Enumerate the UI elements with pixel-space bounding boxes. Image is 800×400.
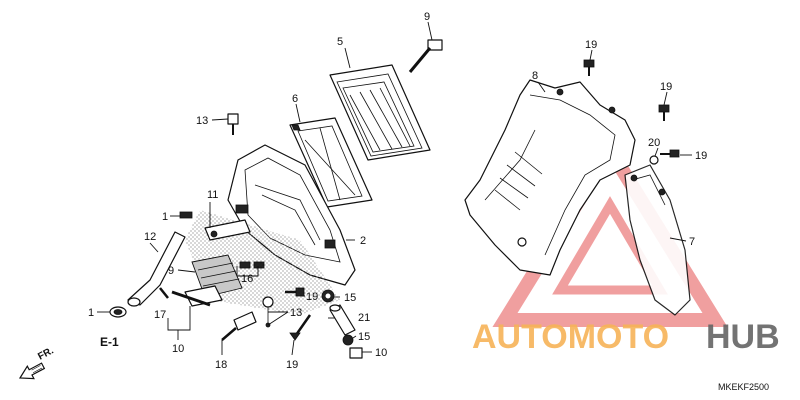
part-nut-15b (342, 334, 354, 346)
part-clip-1a (179, 211, 193, 219)
part-screw-19c (660, 149, 680, 158)
part-screw-18 (221, 311, 257, 341)
callout-19-low: 19 (286, 359, 298, 371)
part-nut-11 (349, 347, 363, 359)
part-drain-tube (127, 231, 186, 307)
callout-4: 6 (292, 93, 298, 105)
callout-15a: 15 (344, 292, 356, 304)
part-air-filter-element (329, 64, 431, 161)
callout-17: 17 (154, 309, 166, 321)
watermark-text-automoto: AUTOMOTO (472, 318, 669, 356)
part-screw-13 (262, 296, 274, 328)
part-clip-1b (109, 306, 127, 318)
leader-lines (97, 21, 692, 356)
part-grommet-20 (649, 155, 659, 165)
callout-14: 13 (196, 115, 208, 127)
part-side-panel-5 (624, 164, 691, 316)
callout-3: 5 (337, 36, 343, 48)
callout-16: 16 (241, 273, 253, 285)
callout-labels: 9 5 6 13 1 11 12 9 2 16 1 17 10 13 19 15… (88, 11, 707, 371)
part-side-cover-6 (464, 79, 636, 276)
callout-18: 18 (215, 359, 227, 371)
callout-13: 13 (290, 307, 302, 319)
part-screw-19a (583, 59, 595, 76)
callout-8: 11 (207, 189, 218, 201)
front-direction-indicator: FR. (18, 345, 56, 380)
callout-10: 9 (424, 11, 430, 23)
front-arrow-icon (18, 362, 46, 380)
callout-15b: 15 (358, 331, 370, 343)
callout-5: 7 (689, 236, 695, 248)
callout-19-mid: 19 (306, 291, 318, 303)
callout-7: 9 (168, 265, 174, 277)
part-filter-frame (289, 117, 373, 208)
callout-1b: 1 (88, 307, 94, 319)
callout-6: 8 (532, 70, 538, 82)
part-spacer-21 (329, 304, 356, 336)
callout-21: 21 (358, 312, 370, 324)
callout-19b: 19 (660, 81, 672, 93)
part-clamp-8 (204, 219, 251, 241)
part-bolts-17 (159, 287, 211, 307)
section-reference: E-1 (100, 335, 119, 349)
callout-19a: 19 (585, 39, 597, 51)
callout-20: 20 (648, 137, 660, 149)
callout-9: 10 (172, 343, 184, 355)
part-bolt-10 (408, 39, 443, 73)
callout-19c: 19 (695, 150, 707, 162)
callout-2: 2 (360, 235, 366, 247)
watermark-text-hub: HUB (706, 318, 780, 356)
part-screw-19-lower (289, 314, 312, 341)
part-bolt-14 (227, 113, 239, 135)
part-screws-16 (239, 261, 265, 269)
front-label: FR. (36, 345, 56, 362)
callout-11: 10 (375, 347, 387, 359)
diagram-code: MKEKF2500 (718, 382, 769, 392)
part-nut-15a (321, 289, 335, 303)
part-screw-19-mid (285, 287, 305, 297)
part-intake-boot (184, 254, 243, 307)
part-screw-19b (658, 104, 670, 121)
callout-12: 12 (144, 231, 156, 243)
callout-1a: 1 (162, 211, 168, 223)
